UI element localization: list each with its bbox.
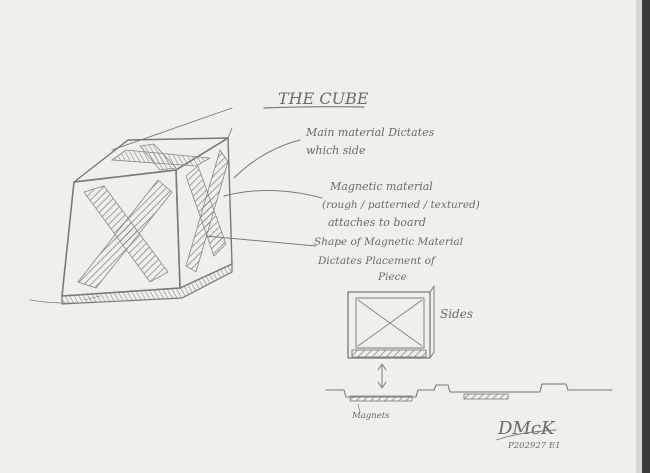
annotation-dictates-placement: Dictates Placement of xyxy=(317,255,437,267)
annotation-attaches-board: attaches to board xyxy=(328,216,426,229)
annotation-which-side: which side xyxy=(306,144,366,157)
signature: DMcK xyxy=(497,418,556,439)
date-stamp: P202927 E1 xyxy=(507,441,560,451)
sides-label: Sides xyxy=(440,307,473,321)
annotation-shape-magnetic: Shape of Magnetic Material xyxy=(314,236,463,248)
paper-edge-shadow xyxy=(636,0,642,473)
sketch-title: THE CUBE xyxy=(278,89,369,108)
annotation-piece: Piece xyxy=(377,271,407,283)
annotation-magnetic-material: Magnetic material xyxy=(329,180,433,193)
magnets-label: Magnets xyxy=(351,411,390,421)
annotation-main-material: Main material Dictates xyxy=(305,126,435,139)
annotation-rough-patterned: (rough / patterned / textured) xyxy=(322,199,480,211)
